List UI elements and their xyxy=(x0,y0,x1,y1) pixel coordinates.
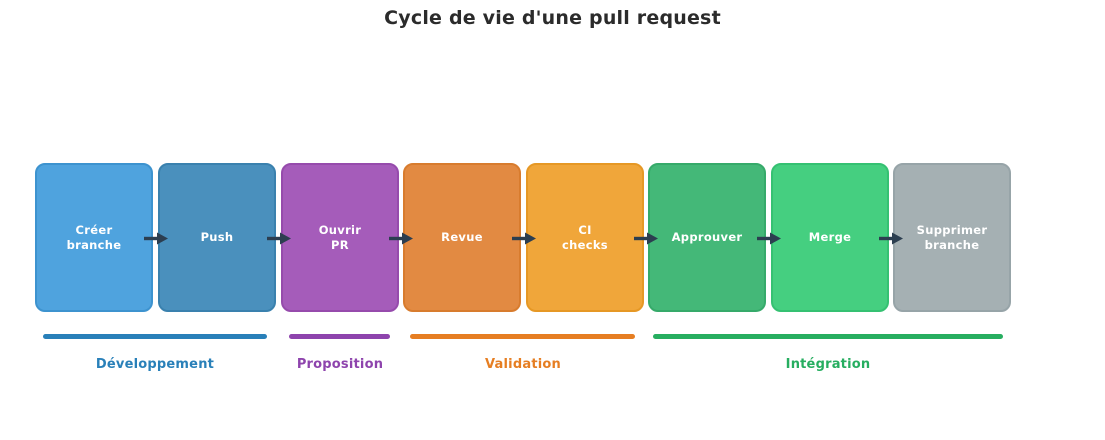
step-box-approuver: Approuver xyxy=(648,163,766,312)
flow-arrow-icon xyxy=(633,231,659,246)
step-label: Revue xyxy=(441,230,483,244)
flow-arrow-icon xyxy=(511,231,537,246)
step-box-merge: Merge xyxy=(771,163,889,312)
phase-line-developpement xyxy=(43,334,267,339)
step-label: Supprimer branche xyxy=(916,222,988,252)
phase-line-integration xyxy=(653,334,1003,339)
flow-arrow-icon xyxy=(388,231,414,246)
step-box-creer-branche: Créer branche xyxy=(35,163,153,312)
step-box-revue: Revue xyxy=(403,163,521,312)
step-box-supprimer-branche: Supprimer branche xyxy=(893,163,1011,312)
flow-arrow-icon xyxy=(878,231,904,246)
flow-arrow-icon xyxy=(756,231,782,246)
step-label: Ouvrir PR xyxy=(318,222,362,252)
diagram-title: Cycle de vie d'une pull request xyxy=(384,7,721,29)
step-box-ci-checks: CI checks xyxy=(526,163,644,312)
flow-arrow-icon xyxy=(143,231,169,246)
step-label: CI checks xyxy=(562,222,608,252)
phase-label-developpement: Développement xyxy=(95,357,215,372)
step-label: Push xyxy=(200,230,234,244)
phase-label-validation: Validation xyxy=(485,357,561,372)
flow-arrow-icon xyxy=(266,231,292,246)
phase-line-proposition xyxy=(289,334,390,339)
phase-line-validation xyxy=(410,334,635,339)
step-label: Approuver xyxy=(671,230,743,244)
step-box-push: Push xyxy=(158,163,276,312)
phase-label-proposition: Proposition xyxy=(296,357,384,372)
step-label: Merge xyxy=(808,230,852,244)
step-label: Créer branche xyxy=(66,222,122,252)
phase-label-integration: Intégration xyxy=(785,357,871,372)
step-box-ouvrir-pr: Ouvrir PR xyxy=(281,163,399,312)
